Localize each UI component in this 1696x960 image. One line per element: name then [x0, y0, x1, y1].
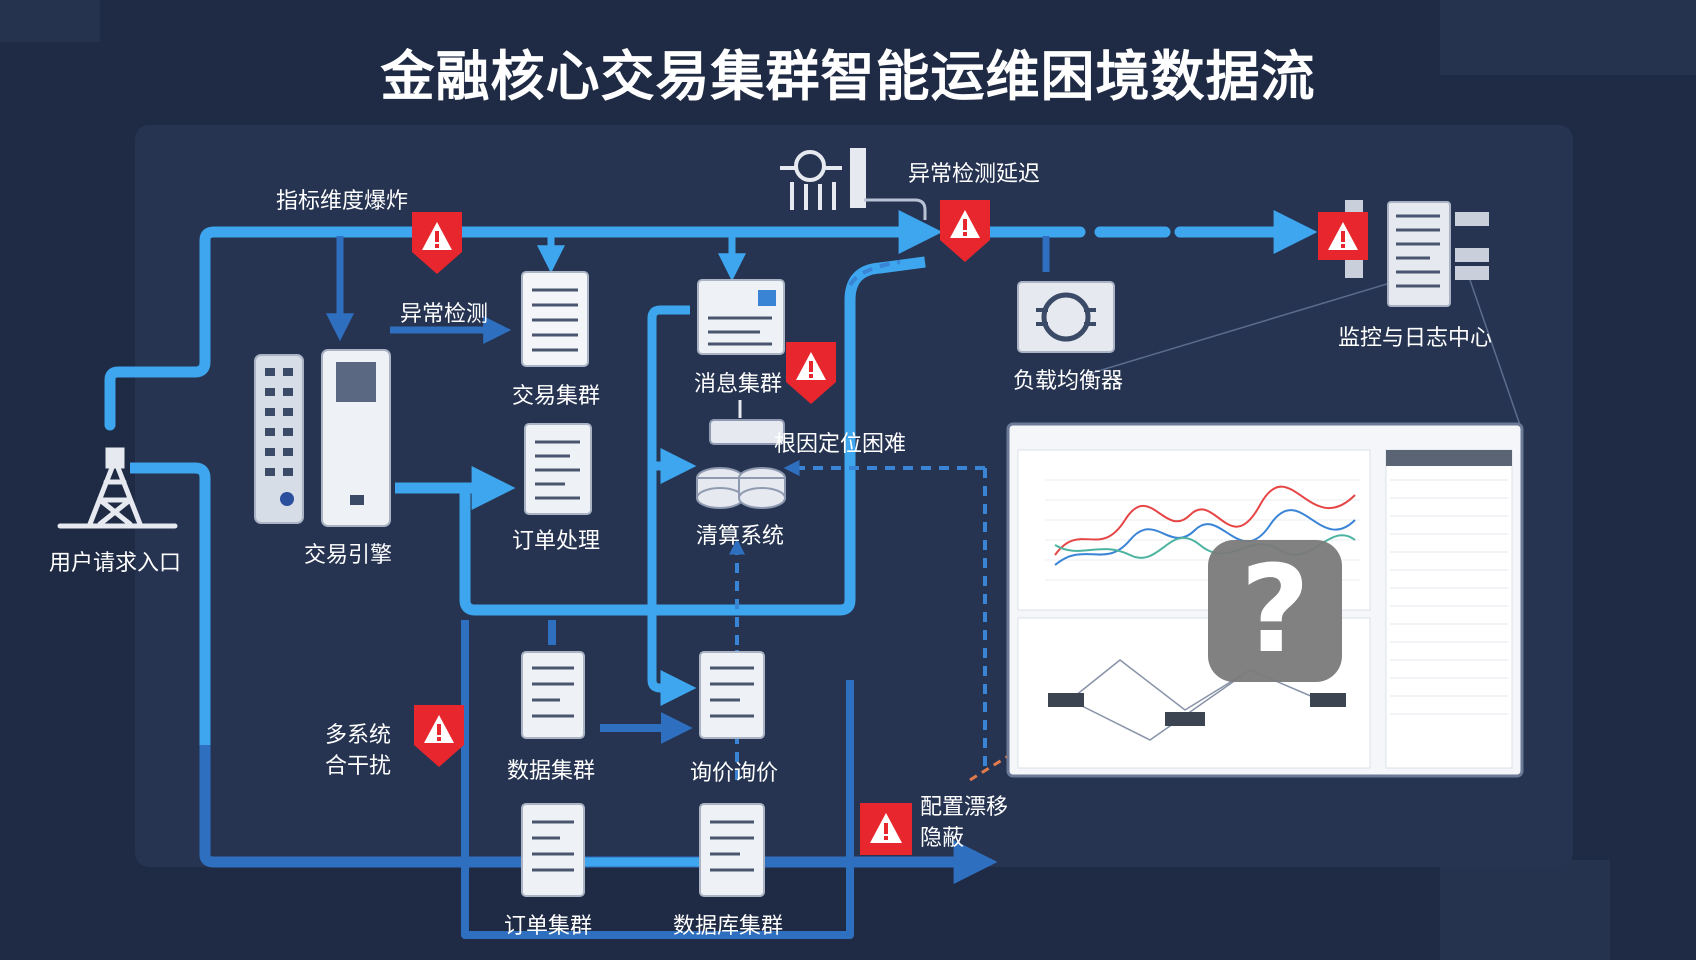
alert-label-root-cause: 根因定位困难 — [774, 432, 907, 457]
server-icon — [524, 423, 592, 515]
question-icon — [1208, 540, 1342, 682]
warning-icon — [860, 803, 912, 855]
corner-decoration — [1440, 0, 1696, 75]
flow-engine-out — [395, 256, 926, 616]
corner-decoration — [0, 0, 100, 42]
alert-label-config-drift: 配置漂移隐蔽 — [920, 795, 1009, 851]
flow-secondary — [326, 236, 512, 344]
node-label-quote-pricing: 询价询价 — [689, 761, 779, 786]
alert-label-anomaly-detection: 异常检测 — [400, 302, 489, 327]
node-label-database-cluster: 数据库集群 — [672, 914, 784, 939]
node-label-monitoring-center: 监控与日志中心 — [1337, 326, 1493, 351]
node-label-clearing-system: 清算系统 — [695, 524, 785, 549]
load-balancer-icon — [1017, 281, 1115, 353]
alert-label-metric-explosion: 指标维度爆炸 — [276, 189, 409, 214]
server-icon — [254, 349, 391, 527]
node-label-data-cluster: 数据集群 — [506, 759, 596, 784]
server-icon — [521, 271, 589, 367]
warning-icon — [412, 212, 462, 274]
flow-middle-bus — [647, 305, 697, 706]
page-title: 金融核心交易集群智能运维困境数据流 — [380, 45, 1316, 108]
server-icon — [521, 651, 585, 739]
alert-label-detection-delay: 异常检测延迟 — [908, 162, 1041, 187]
server-icon — [699, 803, 765, 897]
warning-icon — [1318, 212, 1368, 260]
sensor-icon — [780, 148, 927, 220]
node-label-message-cluster: 消息集群 — [693, 372, 783, 397]
node-label-trading-cluster: 交易集群 — [511, 384, 601, 409]
network-tower-icon — [57, 447, 178, 529]
node-label-order-processing: 订单处理 — [511, 529, 601, 554]
flow-drops — [537, 236, 1050, 282]
alert-label-multi-system: 多系统合干扰 — [324, 723, 391, 779]
flow-main-bus — [104, 210, 1318, 431]
database-icon — [696, 400, 786, 509]
node-label-order-cluster: 订单集群 — [503, 914, 593, 939]
node-label-trading-engine: 交易引擎 — [303, 543, 393, 568]
node-label-user-entry: 用户请求入口 — [48, 551, 182, 576]
flow-left-loop — [130, 462, 998, 884]
corner-decoration — [1440, 860, 1610, 960]
server-icon — [699, 651, 765, 739]
warning-icon — [414, 705, 464, 767]
node-label-load-balancer: 负载均衡器 — [1012, 369, 1124, 394]
warning-icon — [940, 200, 990, 262]
server-icon — [697, 279, 785, 355]
unknown-symbol: ? — [1240, 541, 1310, 680]
server-icon — [521, 803, 585, 897]
warning-icon — [786, 342, 836, 404]
flow-monitor-links — [1084, 279, 1521, 426]
